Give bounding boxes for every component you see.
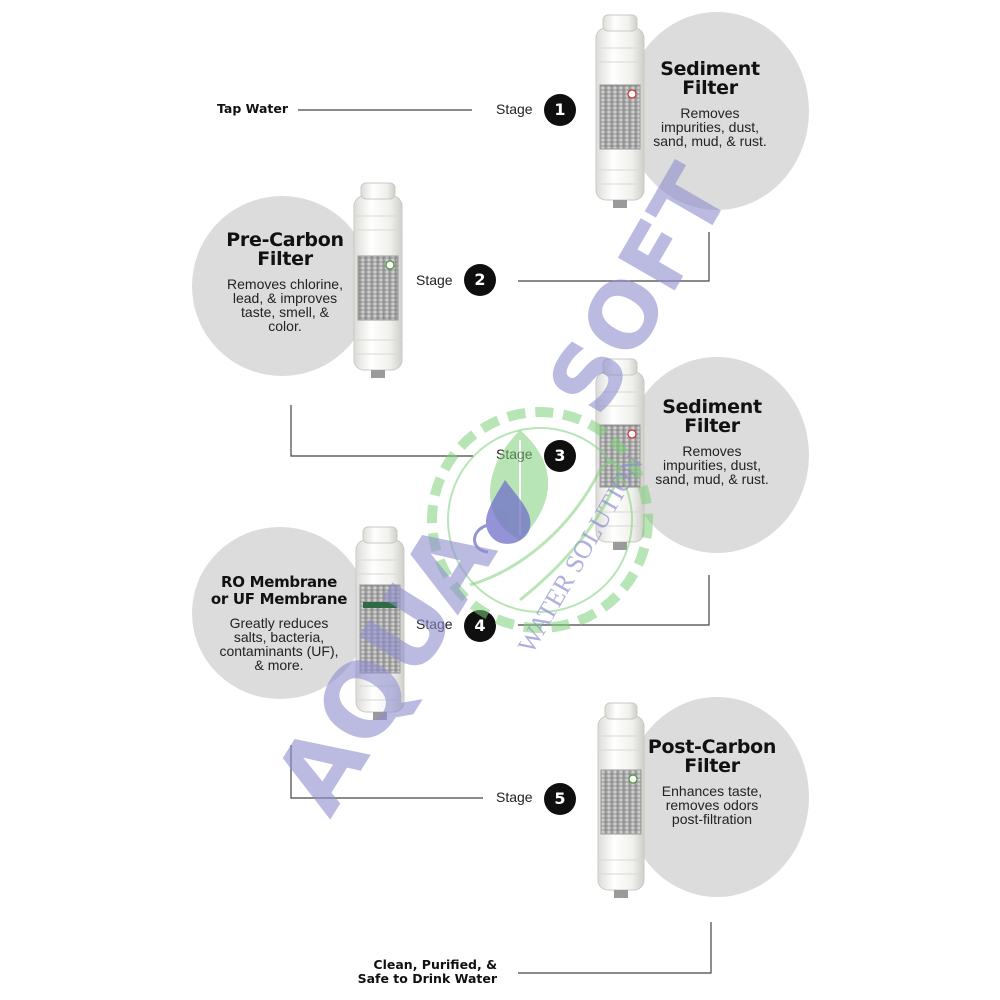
stage3-cartridge (595, 358, 645, 550)
stage4-badge: 4 (464, 610, 496, 642)
stage1-cartridge (595, 14, 645, 208)
stage5-badge: 5 (544, 783, 576, 815)
stage4-cartridge (355, 526, 405, 720)
connector-stage1-to-stage2 (518, 232, 710, 282)
connector-stage2-to-stage3 (290, 405, 473, 457)
connector-stage5-to-output (518, 922, 712, 974)
stage1-label: Stage (496, 101, 533, 117)
stage3-circle (625, 357, 809, 553)
stage2-badge: 2 (464, 264, 496, 296)
connector-stage4-to-stage5 (290, 745, 483, 799)
stage4-circle (192, 527, 368, 699)
stage3-badge: 3 (544, 440, 576, 472)
stage2-label: Stage (416, 272, 453, 288)
stage5-label: Stage (496, 789, 533, 805)
stage1-circle (625, 12, 809, 210)
input-label: Tap Water (217, 101, 289, 116)
stage3-label: Stage (496, 446, 533, 462)
output-label: Clean, Purified, & Safe to Drink Water (357, 957, 497, 986)
stage5-circle (625, 697, 809, 897)
stage4-label: Stage (416, 616, 453, 632)
stage1-badge: 1 (544, 94, 576, 126)
stage5-cartridge (597, 702, 645, 898)
stage2-circle (192, 196, 372, 376)
stage2-cartridge (353, 182, 403, 378)
